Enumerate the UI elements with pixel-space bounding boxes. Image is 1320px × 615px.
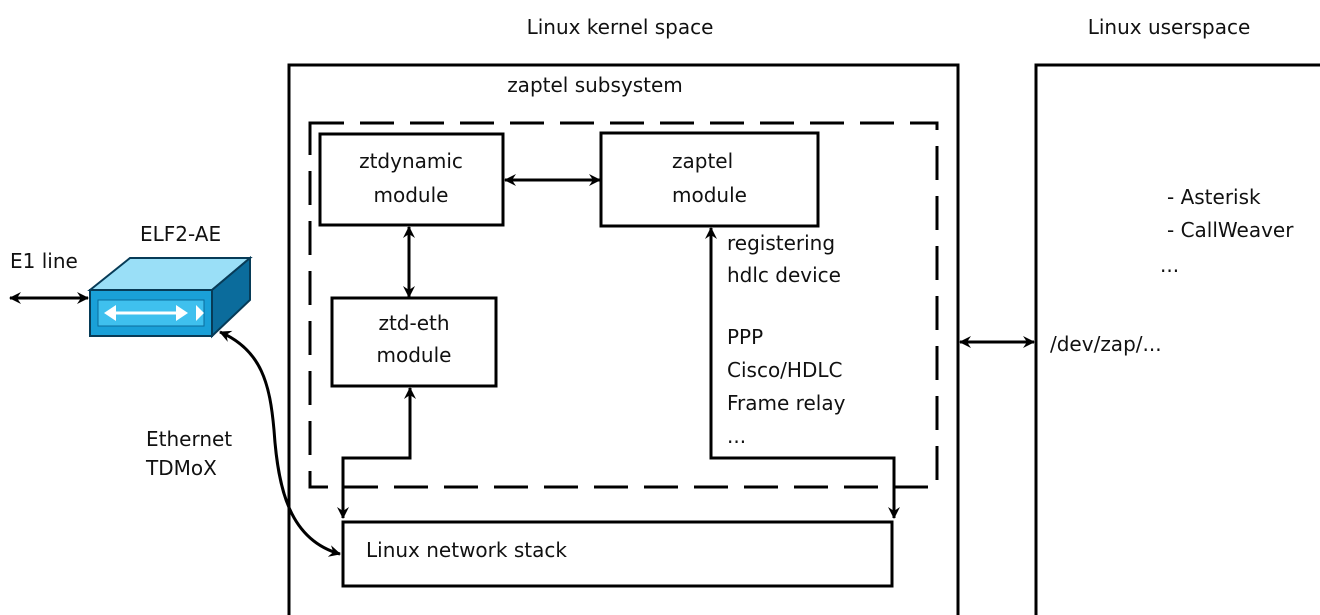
ztdynamic-module-suffix: module [374, 183, 449, 207]
protocol-frame-relay: Frame relay [727, 391, 846, 415]
ztd-eth-module: ztd-eth module [330, 296, 498, 388]
network-stack-label: Linux network stack [366, 538, 567, 562]
userspace-box [1034, 63, 1320, 615]
kernel-space-header: Linux kernel space [527, 15, 714, 39]
ztdeth-network-arrow [337, 387, 416, 519]
hdlc-device-label: hdlc device [727, 263, 841, 287]
userspace-app-asterisk: - Asterisk [1167, 185, 1261, 209]
ztdynamic-module-box [318, 132, 505, 227]
userspace-app-callweaver: - CallWeaver [1167, 218, 1294, 242]
ztd-eth-module-name: ztd-eth [378, 311, 449, 335]
tdmox-label: TDMoX [145, 456, 217, 480]
zaptel-module: zaptel module [599, 131, 820, 228]
ethernet-label: Ethernet [146, 427, 232, 451]
zaptel-module-suffix: module [672, 183, 747, 207]
zaptel-module-box [599, 131, 820, 228]
protocol-ppp: PPP [727, 325, 763, 349]
network-stack-box [341, 520, 894, 588]
network-stack: Linux network stack [341, 520, 894, 588]
userspace-header: Linux userspace [1088, 15, 1251, 39]
device-port-icon [196, 305, 204, 321]
zaptel-subsystem-boundary [308, 121, 939, 489]
elf2-ae-device-icon [87, 255, 253, 339]
ztd-eth-module-suffix: module [377, 343, 452, 367]
ztdynamic-module-name: ztdynamic [359, 149, 463, 173]
device-arrow-left-icon [104, 305, 116, 321]
hdlc-registering-label: registering [727, 231, 835, 255]
zaptel-subsystem-label: zaptel subsystem [507, 73, 683, 97]
dev-zap-path: /dev/zap/... [1050, 332, 1162, 356]
protocol-more: ... [727, 424, 746, 448]
ztdynamic-module: ztdynamic module [318, 132, 505, 227]
device-name-label: ELF2-AE [140, 222, 221, 246]
e1-line-label: E1 line [10, 249, 78, 273]
ztd-eth-module-box [330, 296, 498, 388]
ethernet-link-arrow [219, 330, 341, 557]
zaptel-module-name: zaptel [672, 149, 733, 173]
protocol-cisco-hdlc: Cisco/HDLC [727, 358, 842, 382]
userspace-app-more: ... [1160, 253, 1179, 277]
hdlc-registration-arrow [705, 227, 900, 519]
device-arrow-right-icon [176, 305, 188, 321]
